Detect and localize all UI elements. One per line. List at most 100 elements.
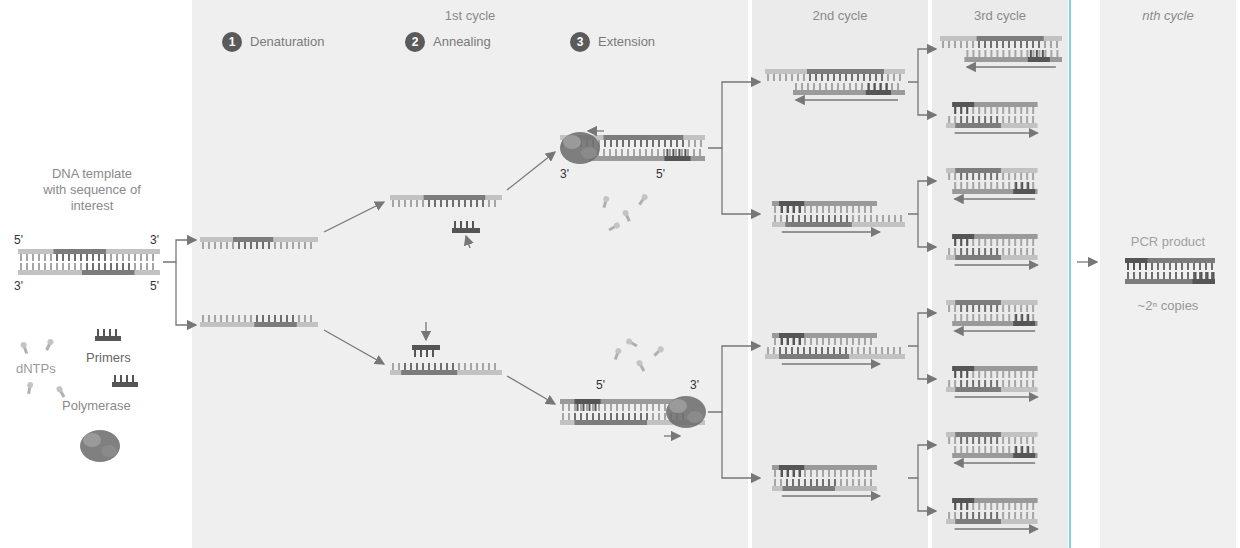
base-tick: [664, 140, 666, 147]
dna-strand: [772, 333, 877, 345]
base-tick: [410, 200, 412, 207]
synthesis-arrow: [955, 132, 1038, 133]
base-tick: [948, 437, 950, 444]
flow-arrow: [324, 202, 384, 232]
strand-backbone: [95, 336, 121, 341]
base-tick: [828, 479, 830, 486]
dntp-icon: [608, 221, 621, 232]
base-tick: [978, 512, 980, 519]
base-tick: [1020, 446, 1022, 453]
base-tick: [978, 182, 980, 189]
base-tick: [887, 347, 889, 354]
dna-strand: [793, 83, 905, 95]
base-tick: [464, 200, 466, 207]
base-tick: [494, 363, 496, 370]
base-tick: [966, 239, 968, 246]
strand-backbone: [779, 333, 804, 338]
base-tick: [972, 314, 974, 321]
base-tick: [120, 375, 122, 382]
base-tick: [1199, 263, 1201, 270]
base-tick: [1032, 239, 1034, 246]
base-tick: [476, 200, 478, 207]
base-tick: [1193, 263, 1195, 270]
strand-backbone: [946, 300, 1038, 305]
base-tick: [972, 380, 974, 387]
base-tick: [262, 315, 264, 322]
base-tick: [801, 83, 803, 90]
strand-backbone: [952, 498, 974, 503]
sequence-of-interest: [1125, 258, 1215, 263]
base-tick: [954, 503, 956, 510]
base-tick: [888, 215, 890, 222]
base-tick: [804, 338, 806, 345]
dntp-head: [613, 221, 621, 229]
base-tick: [960, 248, 962, 255]
part-label: Primers: [86, 350, 131, 366]
base-tick: [1026, 182, 1028, 189]
base-tick: [1020, 437, 1022, 444]
base-tick: [996, 503, 998, 510]
base-tick: [972, 512, 974, 519]
base-tick: [966, 173, 968, 180]
dna-strand: [952, 314, 1037, 326]
base-tick: [870, 479, 872, 486]
base-tick: [954, 239, 956, 246]
base-tick: [280, 315, 282, 322]
base-tick: [104, 254, 106, 261]
base-tick: [115, 329, 117, 336]
strand-backbone: [779, 201, 804, 206]
dna-strand: [952, 498, 974, 510]
dna-strand: [765, 69, 905, 81]
base-tick: [786, 206, 788, 213]
base-tick: [966, 107, 968, 114]
strand-backbone: [452, 228, 480, 233]
dntp-icon: [612, 347, 622, 360]
flow-arrow: [324, 330, 384, 364]
base-tick: [244, 242, 246, 249]
base-tick: [799, 338, 801, 345]
dntp-head: [622, 209, 630, 217]
base-tick: [948, 380, 950, 387]
base-tick: [816, 479, 818, 486]
base-tick: [50, 263, 52, 270]
base-tick: [966, 116, 968, 123]
base-tick: [634, 413, 636, 420]
strand-backbone: [1013, 189, 1035, 194]
cycle-heading: 1st cycle: [192, 8, 748, 24]
base-tick: [26, 263, 28, 270]
base-tick: [104, 263, 106, 270]
flow-arrow: [507, 152, 555, 190]
strand-backbone: [1125, 258, 1148, 263]
cycle-heading: nth cycle: [1100, 8, 1236, 24]
base-tick: [146, 254, 148, 261]
base-tick: [681, 149, 683, 156]
base-tick: [688, 140, 690, 147]
base-tick: [960, 239, 962, 246]
base-tick: [852, 215, 854, 222]
base-tick: [1002, 512, 1004, 519]
base-tick: [990, 41, 992, 48]
base-tick: [1201, 272, 1203, 279]
base-tick: [1014, 380, 1016, 387]
base-tick: [868, 83, 870, 90]
base-tick: [664, 413, 666, 420]
base-tick: [440, 363, 442, 370]
base-tick: [797, 347, 799, 354]
base-tick: [984, 305, 986, 312]
base-tick: [781, 470, 783, 477]
base-tick: [1026, 371, 1028, 378]
base-tick: [298, 242, 300, 249]
dna-strand: [952, 366, 974, 378]
base-tick: [858, 479, 860, 486]
base-tick: [966, 503, 968, 510]
dna-strand: [772, 215, 905, 227]
base-tick: [821, 74, 823, 81]
circle-fill: [405, 32, 425, 52]
synthesis-arrow: [955, 198, 1036, 199]
base-tick: [1032, 248, 1034, 255]
strand-end-label: 5': [656, 167, 665, 182]
base-tick: [978, 380, 980, 387]
base-tick: [793, 206, 795, 213]
base-tick: [807, 83, 809, 90]
